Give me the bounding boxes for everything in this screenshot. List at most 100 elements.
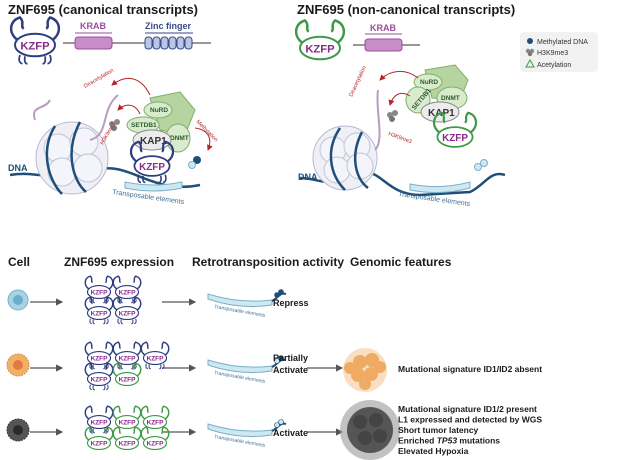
crab-claws	[112, 426, 142, 441]
zinc-finger-legs	[89, 363, 109, 370]
nucleosome-icon	[299, 89, 506, 197]
header-expression: ZNF695 expression	[64, 255, 174, 269]
dna-mark	[274, 292, 280, 298]
dna-mark	[278, 355, 284, 361]
kzfp-bound-icon: KZFP	[130, 140, 174, 184]
kzfp-crab-icon: KZFP	[84, 296, 114, 325]
crab-body	[86, 284, 112, 300]
header-activity: Retrotransposition activity	[192, 255, 344, 269]
crab-body	[114, 284, 140, 300]
activity-label: Partially	[273, 353, 308, 363]
crab-claws	[112, 275, 142, 290]
nurd-label: NuRD	[420, 79, 438, 86]
feature-text: Mutational signature ID1/ID2 absent	[398, 364, 542, 374]
kzfp-crab-icon: KZFP	[140, 426, 170, 451]
zinc-finger	[168, 36, 177, 50]
zinc-finger-legs	[89, 427, 109, 434]
zinc-finger-label: Zinc finger	[145, 21, 191, 31]
crab-body	[86, 371, 112, 387]
crab-claws	[112, 341, 142, 356]
zinc-finger	[144, 36, 153, 50]
setdb1-label: SETDB1	[131, 122, 157, 129]
noncanonical-title: ZNF695 (non-canonical transcripts)	[297, 2, 515, 17]
dnmt-label: DNMT	[441, 95, 460, 102]
crab-body	[86, 435, 112, 451]
crab-claws	[140, 426, 170, 441]
tp53-gene: TP53	[437, 436, 458, 446]
kzfp-crab-icon: KZFP	[84, 275, 114, 304]
crab-claws	[140, 341, 170, 356]
kzfp-label: KZFP	[305, 43, 335, 55]
feature-text: L1 expressed and detected by WGS	[398, 415, 542, 425]
kzfp-label: KZFP	[139, 162, 165, 173]
tumor-orange-icon	[343, 348, 387, 392]
crab-claws	[84, 296, 114, 311]
crab-claws	[84, 275, 114, 290]
crab-claws	[10, 16, 60, 41]
h3k9me3-label: H3K9me3	[387, 131, 412, 145]
legend-h3k9me3: H3K9me3	[537, 50, 568, 57]
kzfp-label: KZFP	[119, 420, 137, 427]
kap1-subunit	[420, 101, 460, 123]
zinc-finger	[184, 36, 193, 50]
dna-mark	[278, 289, 284, 295]
cell-nucleus	[13, 425, 23, 435]
h3k9me3-mark	[114, 119, 120, 125]
methylated-dna-mark	[193, 156, 201, 164]
methylation-label: Methylation	[195, 119, 219, 143]
h3k9me3-icon-part	[527, 51, 533, 57]
kzfp-crab-icon: KZFP	[295, 19, 345, 61]
crab-body	[142, 435, 168, 451]
transposable-element	[207, 359, 273, 374]
h3k9me3-mark	[389, 116, 395, 122]
activity-label: Activate	[273, 428, 308, 438]
crab-claws	[84, 341, 114, 356]
kzfp-crab-icon: KZFP	[140, 405, 170, 430]
kzfp-crab-icon: KZFP	[112, 362, 142, 387]
zinc-finger-legs	[18, 54, 52, 65]
crab-claws	[84, 362, 114, 377]
krab-domain	[364, 38, 403, 52]
dnmt-label: DNMT	[170, 135, 189, 142]
deacetylation-arrow	[379, 71, 419, 81]
kzfp-bound-icon: KZFP	[433, 111, 477, 148]
kzfp-crab-icon: KZFP	[112, 275, 142, 304]
krab-domain	[74, 36, 113, 50]
kzfp-crab-icon: KZFP	[140, 341, 170, 370]
dna-mark	[480, 159, 488, 167]
crab-claws	[84, 426, 114, 441]
tumor-dark-icon	[340, 400, 400, 460]
kzfp-label: KZFP	[91, 356, 109, 363]
feature-text: Elevated Hypoxia	[398, 446, 469, 456]
cell-nucleus	[13, 360, 23, 370]
transposable-element	[124, 181, 183, 192]
crab-body	[299, 35, 341, 61]
transposable-element	[207, 293, 273, 308]
crab-claws	[140, 405, 170, 420]
cell-nucleus	[13, 295, 23, 305]
kzfp-label: KZFP	[91, 311, 109, 318]
transposable-element	[207, 423, 273, 438]
krab-label: KRAB	[370, 23, 396, 33]
kzfp-crab-icon: KZFP	[84, 426, 114, 451]
nurd-label: NuRD	[150, 107, 168, 114]
zinc-finger	[176, 36, 185, 50]
kzfp-crab-icon: KZFP	[112, 341, 142, 370]
crab-body	[114, 371, 140, 387]
crab-body	[436, 126, 474, 148]
zinc-finger	[152, 36, 161, 50]
zinc-finger-legs	[117, 363, 137, 370]
dna-mark	[274, 422, 280, 428]
zinc-finger-domains	[144, 36, 193, 50]
header-cell: Cell	[8, 255, 30, 269]
kzfp-label: KZFP	[20, 40, 50, 52]
zinc-finger-legs	[117, 297, 137, 304]
dna-mark	[274, 358, 280, 364]
h3k9me3-mark	[392, 110, 398, 116]
kzfp-label: KZFP	[119, 290, 137, 297]
kzfp-label: KZFP	[119, 311, 137, 318]
kzfp-label: KZFP	[147, 420, 165, 427]
